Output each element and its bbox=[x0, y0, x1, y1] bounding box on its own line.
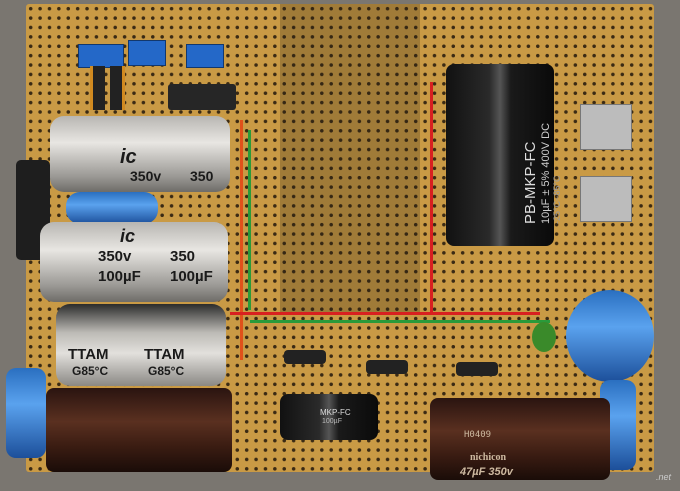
cap-label: 100µF bbox=[322, 418, 342, 425]
electrolytic-capacitor-mid: ic 350v 350 100µF 100µF bbox=[40, 222, 228, 302]
film-capacitor: PB-MKP-FC 10µF ± 5% 400V DC -25°C~85°C bbox=[446, 64, 562, 246]
cap-label: -25°C~85°C bbox=[552, 175, 562, 224]
diode bbox=[284, 350, 326, 364]
heatsink-component bbox=[110, 66, 125, 110]
small-film-capacitor: MKP-FC 100µF bbox=[280, 394, 378, 440]
bridge-rectifier bbox=[168, 84, 236, 110]
green-capacitor bbox=[532, 322, 556, 352]
cap-label: nichicon bbox=[470, 452, 507, 463]
cap-label: 350 bbox=[190, 168, 214, 184]
diode bbox=[456, 362, 498, 376]
cap-label: G85°C bbox=[148, 364, 185, 378]
red-wire bbox=[230, 312, 540, 315]
blue-film-capacitor bbox=[6, 368, 46, 458]
terminal-block bbox=[128, 40, 166, 66]
electrolytic-capacitor-ttam: TTAM TTAM G85°C G85°C bbox=[56, 304, 226, 386]
terminal-block bbox=[186, 44, 224, 68]
cap-label: PB-MKP-FC bbox=[522, 141, 539, 225]
green-wire bbox=[250, 320, 550, 323]
electrolytic-capacitor-top: ic 350v 350 bbox=[50, 116, 230, 192]
voltage-regulator bbox=[580, 176, 632, 222]
brown-electrolytic-capacitor bbox=[46, 388, 232, 472]
blue-electrolytic-capacitor bbox=[566, 290, 654, 382]
watermark: .net bbox=[656, 472, 672, 482]
voltage-regulator bbox=[580, 104, 632, 150]
cap-label: TTAM bbox=[68, 346, 109, 363]
cap-label: 350v bbox=[98, 248, 132, 265]
nichicon-capacitor: H0409 nichicon 47µF 350v bbox=[430, 398, 610, 480]
board-shadow-area bbox=[280, 4, 420, 314]
terminal-block bbox=[78, 44, 124, 68]
blue-capacitor bbox=[66, 192, 158, 224]
orange-wire bbox=[240, 120, 243, 360]
cap-label: TTAM bbox=[144, 346, 185, 363]
cap-label: 350v bbox=[130, 168, 162, 184]
cap-label: ic bbox=[120, 226, 136, 246]
cap-label: 47µF 350v bbox=[460, 466, 513, 478]
cap-label: MKP-FC bbox=[320, 408, 351, 417]
cap-label: H0409 bbox=[464, 430, 492, 440]
cap-label: 100µF bbox=[170, 268, 213, 285]
cap-label: 350 bbox=[170, 248, 196, 265]
green-wire bbox=[248, 130, 251, 310]
heatsink-component bbox=[90, 66, 105, 110]
cap-label: ic bbox=[120, 146, 137, 168]
cap-label: 100µF bbox=[98, 268, 141, 285]
diode bbox=[366, 360, 408, 374]
red-wire bbox=[430, 82, 433, 314]
cap-label: G85°C bbox=[72, 364, 109, 378]
cap-label: 10µF ± 5% 400V DC bbox=[540, 122, 552, 224]
